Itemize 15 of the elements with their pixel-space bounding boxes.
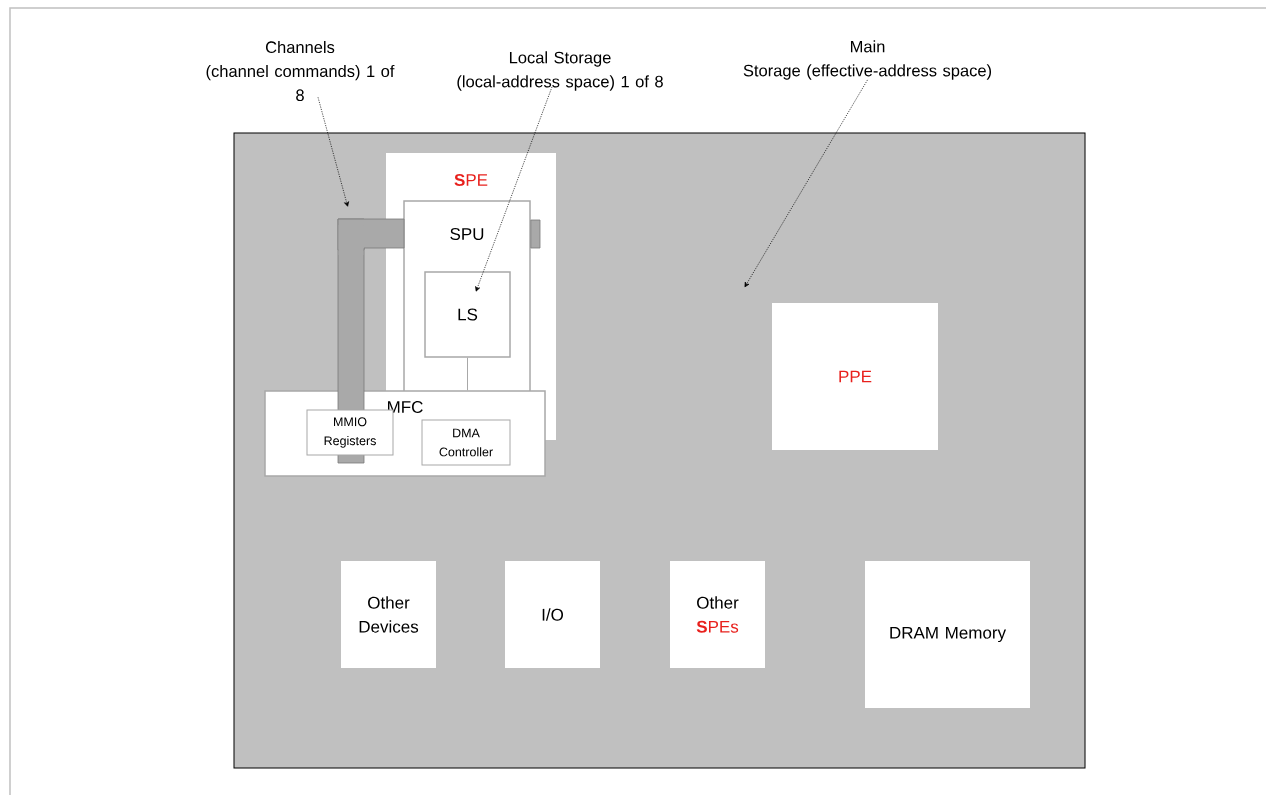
- spe-group-box: Other SPEs: [670, 561, 765, 668]
- ppe-box: PPE: [772, 303, 938, 450]
- device-box: Other Devices: [341, 561, 436, 668]
- leader-arrow: [744, 79, 868, 288]
- leader-arrow: [317, 96, 349, 207]
- connector-line: [467, 357, 468, 391]
- io-box: I/O: [505, 561, 600, 668]
- node-label: SPE: [454, 173, 488, 187]
- callout-label: Local Storage (local-address space) 1 of 8: [457, 51, 663, 91]
- callout-label: Main Storage (effective-address space): [743, 40, 992, 80]
- memory-box: DRAM Memory: [865, 561, 1030, 708]
- leader-arrow: [475, 86, 553, 292]
- controller-box: DMA Controller: [421, 419, 511, 466]
- callout-label: Channels (channel commands) 1 of 8: [206, 40, 395, 102]
- ls-box: LS: [424, 271, 511, 358]
